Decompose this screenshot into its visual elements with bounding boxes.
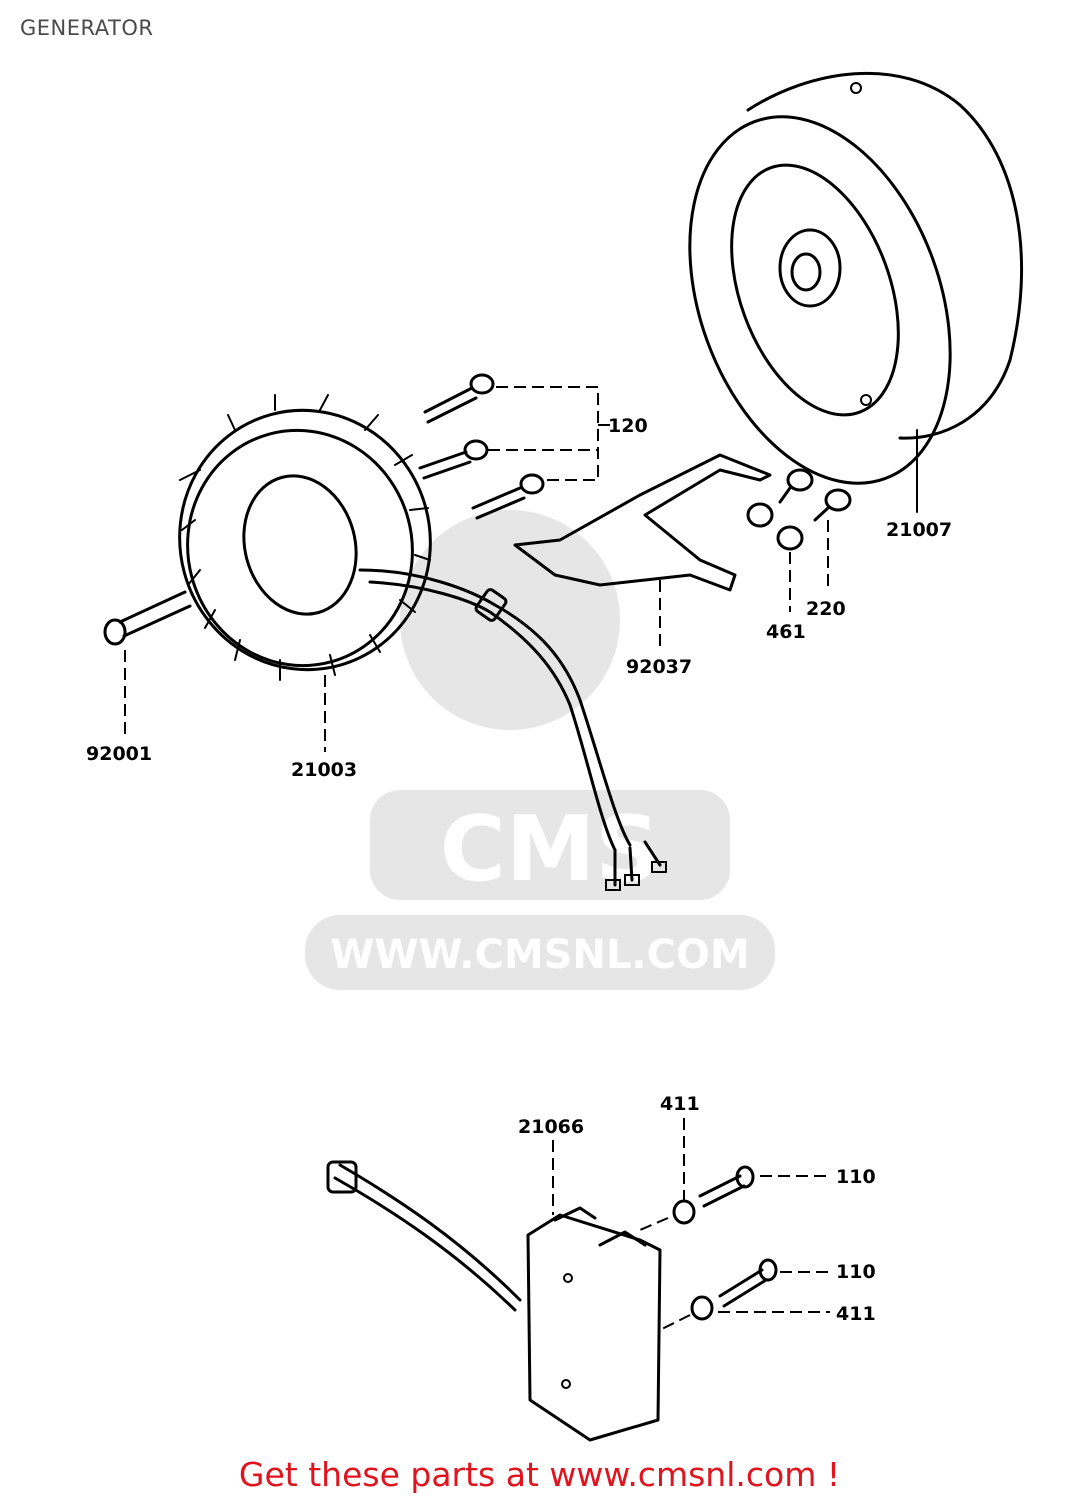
label-110-top: 110: [836, 1166, 876, 1188]
label-411-top: 411: [660, 1093, 700, 1115]
watermark-url: WWW.CMSNL.COM: [330, 932, 750, 978]
watermark: CMS WWW.CMSNL.COM: [305, 510, 775, 990]
watermark-logo-band: [370, 790, 730, 900]
bracket-92037[interactable]: [513, 453, 772, 650]
nut-411-top[interactable]: [639, 1118, 696, 1231]
label-92037: 92037: [626, 656, 692, 678]
watermark-logo-text: CMS: [440, 797, 660, 902]
label-461: 461: [766, 621, 806, 643]
stator-21003[interactable]: [151, 382, 460, 752]
label-21003: 21003: [291, 759, 357, 781]
footer-link[interactable]: Get these parts at www.cmsnl.com !: [238, 1455, 841, 1494]
label-21007: 21007: [886, 519, 952, 541]
washer-461[interactable]: [746, 502, 804, 612]
label-92001: 92001: [86, 743, 152, 765]
label-21066: 21066: [518, 1116, 584, 1138]
bolt-110-bottom[interactable]: [718, 1258, 830, 1308]
watermark-logo-head: [400, 510, 620, 730]
watermark-url-band: [305, 915, 775, 990]
wire-harness[interactable]: [358, 568, 667, 891]
label-220: 220: [806, 598, 846, 620]
label-110-bottom: 110: [836, 1261, 876, 1283]
bolts-120[interactable]: [418, 373, 612, 520]
screw-92001[interactable]: [103, 590, 192, 738]
screw-220[interactable]: [778, 468, 852, 592]
nut-411-bottom[interactable]: [659, 1295, 830, 1331]
label-411-bottom: 411: [836, 1303, 876, 1325]
rotor-21007[interactable]: [642, 71, 1024, 519]
label-120: 120: [608, 415, 648, 437]
page-title: GENERATOR: [20, 16, 154, 40]
bolt-110-top[interactable]: [698, 1165, 830, 1208]
regulator-21066[interactable]: [326, 1140, 662, 1442]
